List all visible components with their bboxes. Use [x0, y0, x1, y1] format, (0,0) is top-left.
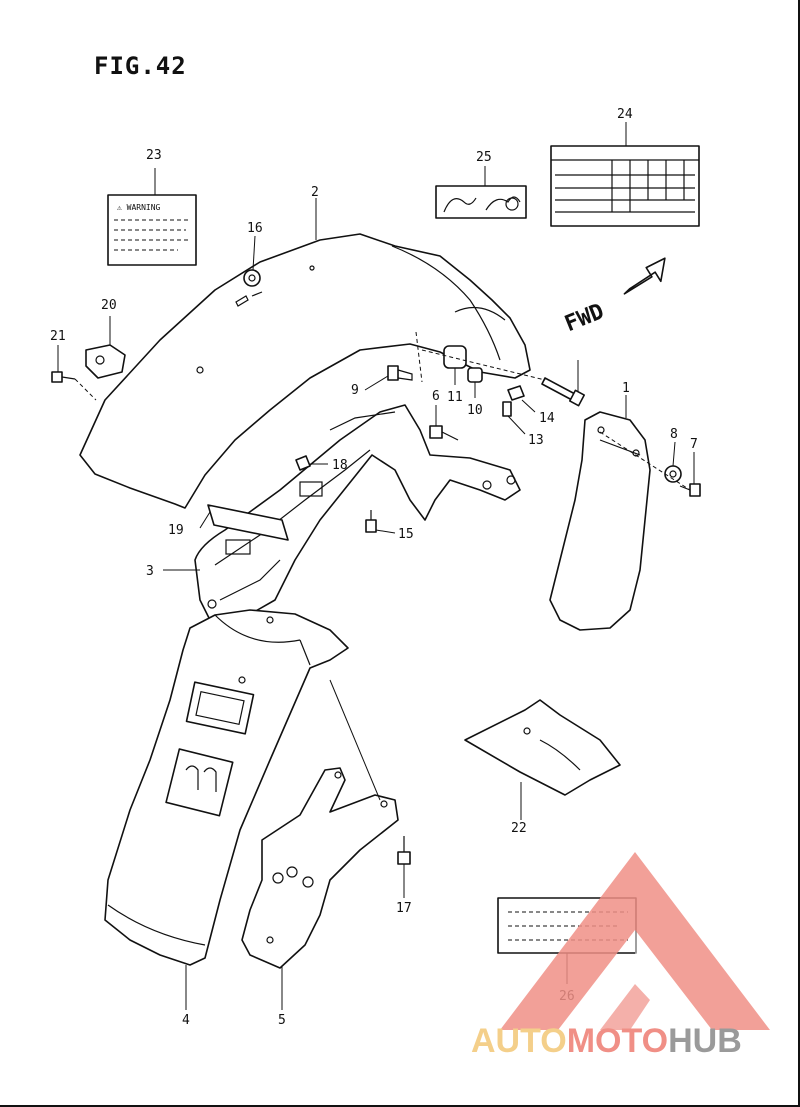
strap-19 — [199, 504, 289, 541]
bolt-13 — [502, 401, 526, 435]
nut-14 — [507, 385, 536, 413]
callout-19: 19 — [168, 523, 184, 538]
forward-arrow-icon — [623, 257, 666, 295]
figure-title: FIG.42 — [94, 52, 187, 80]
warning-label-23: ⚠ WARNING — [107, 168, 197, 266]
callout-2: 2 — [311, 185, 319, 200]
bolt-7 — [679, 452, 701, 497]
callout-13: 13 — [528, 433, 544, 448]
callout-23: 23 — [146, 148, 162, 163]
watermark-text-hub: HUB — [668, 1022, 742, 1060]
fender-frame-3 — [194, 404, 521, 621]
callout-22: 22 — [511, 821, 527, 836]
callout-5: 5 — [278, 1013, 286, 1028]
watermark-text-auto: AUTO — [471, 1022, 567, 1060]
watermark-text: AUTOMOTOHUB — [471, 1022, 742, 1061]
pad-22 — [464, 699, 621, 820]
callout-3: 3 — [146, 564, 154, 579]
callout-18: 18 — [332, 458, 348, 473]
callout-17: 17 — [396, 901, 412, 916]
washer-8 — [664, 441, 682, 483]
callout-20: 20 — [101, 298, 117, 313]
watermark-text-moto: MOTO — [566, 1022, 669, 1060]
bolt-9 — [364, 365, 413, 391]
callout-16: 16 — [247, 221, 263, 236]
bolt-21 — [51, 345, 97, 401]
callout-21: 21 — [50, 329, 66, 344]
fwd-label: FWD — [561, 299, 607, 337]
spacer-10 — [467, 367, 483, 398]
callout-10: 10 — [467, 403, 483, 418]
callout-24: 24 — [617, 107, 633, 122]
callout-9: 9 — [351, 383, 359, 398]
callout-25: 25 — [476, 150, 492, 165]
clip-20 — [85, 316, 126, 379]
table-label-24 — [550, 122, 700, 227]
rear-fender-lower-4 — [104, 609, 349, 966]
collar-11 — [443, 345, 467, 385]
forward-direction-indicator: FWD — [561, 257, 666, 337]
warning-label-heading: ⚠ WARNING — [117, 203, 161, 212]
bracket-5 — [241, 767, 399, 969]
callout-15: 15 — [398, 527, 414, 542]
callout-8: 8 — [670, 427, 678, 442]
callout-7: 7 — [690, 437, 698, 452]
callout-11: 11 — [447, 390, 463, 405]
callout-4: 4 — [182, 1013, 190, 1028]
bolt-12 — [541, 360, 586, 407]
callout-14: 14 — [539, 411, 555, 426]
nut-18 — [295, 455, 328, 471]
bolt-15 — [365, 510, 396, 534]
callout-1: 1 — [622, 381, 630, 396]
bolt-17 — [397, 836, 411, 898]
pictogram-label-25 — [435, 166, 527, 219]
bolt-6 — [429, 405, 459, 441]
watermark-logo-icon — [500, 852, 770, 1030]
front-fender-1 — [549, 395, 651, 631]
callout-numbers: 1 2 3 4 5 6 7 8 9 10 11 13 14 15 16 17 1… — [50, 107, 698, 1028]
callout-6: 6 — [432, 389, 440, 404]
rear-fender-2 — [79, 233, 531, 509]
grommet-16 — [243, 235, 261, 287]
